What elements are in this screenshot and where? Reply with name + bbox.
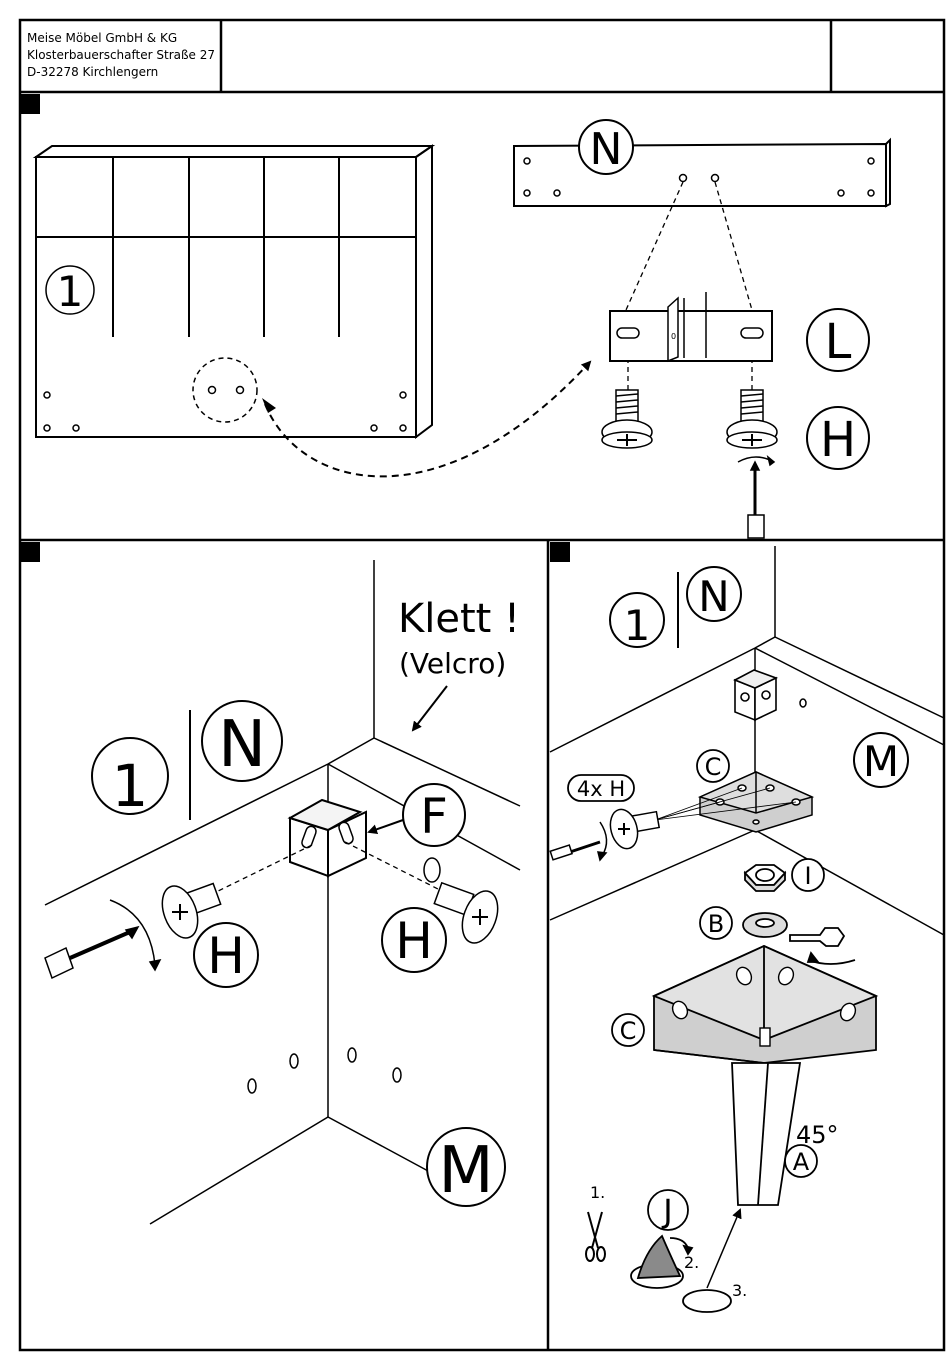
step2-panel-holes (248, 1048, 401, 1093)
step3-seq-3: 3. (732, 1281, 747, 1300)
step2-side-label: 1 (112, 752, 149, 820)
step3-leg (732, 1063, 800, 1205)
step3-corner-big-label: C (620, 1017, 637, 1045)
step2-note-title: Klett ! (398, 596, 520, 642)
step3-wall-hole (800, 699, 806, 707)
step-marker-2 (20, 542, 40, 562)
step1-rail (514, 140, 890, 206)
step3-screws-label: 4x H (577, 777, 625, 801)
step2-note-arrow (413, 686, 447, 730)
step2-screwdriver (45, 900, 160, 978)
step1-bracket: 0 (610, 292, 772, 361)
step1-part-bracket-label: L (825, 314, 852, 370)
step-marker-1 (20, 94, 40, 114)
step3-corner-top-label: C (705, 753, 722, 781)
step3-side-label: 1 (624, 601, 651, 650)
step3-washer-label: B (708, 910, 724, 938)
step3-wrench (790, 928, 855, 964)
step1-part-board-label: 1 (57, 267, 84, 316)
step3-seq-1: 1. (590, 1183, 605, 1202)
step1-screw-left (602, 390, 652, 448)
step3-screwdriver (550, 822, 606, 860)
step3-screw (606, 806, 659, 851)
step1-part-rail-label: N (590, 124, 623, 175)
step2-angle-bracket (290, 800, 366, 876)
svg-text:0: 0 (671, 332, 676, 341)
step1-board (36, 146, 432, 437)
step3-pad-arrow (707, 1210, 740, 1288)
step2-bracket-arrow (369, 820, 403, 832)
step3-washer (743, 913, 787, 937)
step3-rail-label: N (698, 572, 729, 621)
step3-pad-peel (631, 1236, 692, 1288)
step2-note-sub: (Velcro) (399, 647, 506, 680)
step1-part-screw-label: H (820, 412, 856, 468)
step3-leg-label: A (793, 1148, 810, 1176)
step3-seq-2: 2. (684, 1253, 699, 1272)
step2-screw-right-label: H (395, 912, 433, 970)
scissors-icon (586, 1212, 605, 1261)
step1-screwdriver (738, 457, 774, 538)
step3-wall-bracket (735, 670, 776, 720)
step3-nut (745, 865, 785, 891)
step3-pad-placed (683, 1290, 731, 1312)
company-address: Meise Möbel GmbH & KG Klosterbauerschaft… (27, 30, 215, 81)
company-street: Klosterbauerschafter Straße 27 (27, 47, 215, 64)
step3-panel-label: M (863, 737, 899, 786)
step2-panel-label: M (438, 1134, 493, 1208)
step2-rail-label: N (218, 708, 266, 782)
step2-part-bracket-label: F (420, 789, 448, 845)
step1-screw-right (727, 390, 777, 448)
step3-pad-label: J (661, 1192, 672, 1230)
step2-velcro-dot (424, 858, 440, 882)
company-name: Meise Möbel GmbH & KG (27, 30, 215, 47)
step2-screw-left-label: H (207, 927, 245, 985)
step3-nut-label: I (804, 862, 811, 890)
company-city: D-32278 Kirchlengern (27, 64, 215, 81)
step-marker-3 (550, 542, 570, 562)
